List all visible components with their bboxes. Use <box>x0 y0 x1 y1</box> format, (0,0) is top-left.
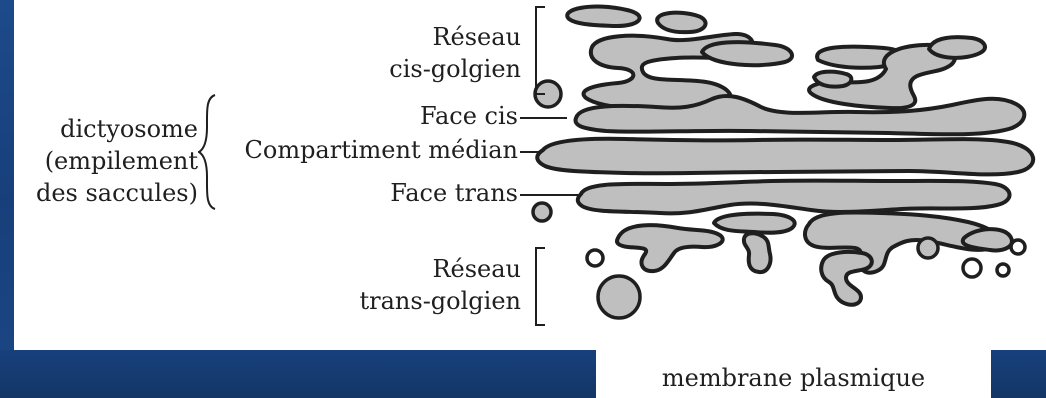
reseau-cis-bracket <box>535 6 537 95</box>
trans-small-ring-mid <box>963 259 981 277</box>
diagram-panel: Réseau cis-golgien dictyosome (empilemen… <box>14 0 1046 350</box>
cis-middle-tubule <box>702 42 792 65</box>
dictyosome-stack <box>533 96 1033 221</box>
cis-small-right-saccule <box>929 37 985 58</box>
trans-left-branch <box>617 225 723 271</box>
trans-lower-branch <box>821 252 872 305</box>
compartiment-median-label: Compartiment médian <box>217 134 518 166</box>
trans-hanging-tubule <box>744 233 771 272</box>
dictyosome-label-line2: (empilement <box>14 145 198 177</box>
dictyosome-label-line1: dictyosome <box>22 113 198 145</box>
trans-small-vesicle-right <box>918 238 938 258</box>
trans-large-vesicle <box>598 276 640 318</box>
face-trans-label: Face trans <box>354 177 518 209</box>
trans-center-fragment <box>714 214 795 233</box>
reseau-cis-label-line2: cis-golgien <box>325 53 521 85</box>
cis-network-elements <box>535 7 985 111</box>
reseau-trans-bracket-top <box>535 247 545 249</box>
membrane-label-strip: membrane plasmique <box>596 350 991 398</box>
cis-top-left-vesicle <box>567 7 639 27</box>
reseau-trans-bracket <box>535 247 537 326</box>
reseau-cis-bracket-top <box>535 6 545 8</box>
trans-network-elements <box>587 212 1025 318</box>
reseau-trans-label-line1: Réseau <box>381 253 521 285</box>
reseau-trans-label-line2: trans-golgien <box>318 285 521 317</box>
dictyosome-brace <box>198 93 218 211</box>
face-trans-pointer-line <box>520 194 578 196</box>
dictyosome-label-line3: des saccules) <box>14 177 198 209</box>
face-trans-small-vesicle <box>533 203 551 221</box>
reseau-cis-bracket-bottom <box>535 93 545 95</box>
trans-right-tail <box>963 229 1012 250</box>
face-trans-saccule <box>578 181 1010 214</box>
left-blue-border <box>0 0 14 398</box>
reseau-cis-label-line1: Réseau <box>381 21 521 53</box>
compartiment-median-saccule <box>537 139 1033 175</box>
face-cis-label: Face cis <box>389 100 518 132</box>
trans-small-ring-far-right <box>997 264 1009 276</box>
face-cis-pointer-line <box>520 117 567 119</box>
cis-oval-vesicle-right <box>814 72 851 87</box>
cis-top-middle-vesicle <box>657 13 705 33</box>
trans-small-ring-left <box>587 250 603 266</box>
trans-small-ring-right <box>1011 240 1025 254</box>
compartiment-median-pointer-line <box>520 151 540 153</box>
membrane-plasmique-label: membrane plasmique <box>596 364 991 392</box>
reseau-trans-bracket-bottom <box>535 324 545 326</box>
